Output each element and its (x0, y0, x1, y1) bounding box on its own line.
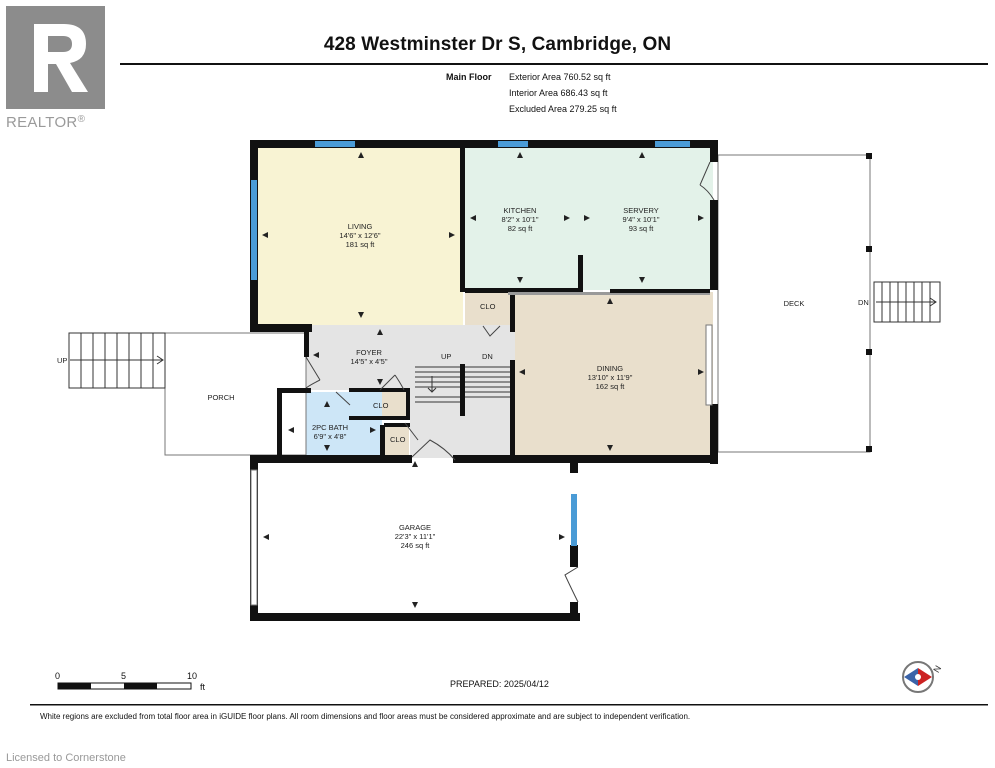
deck-post-1 (866, 153, 872, 159)
title-rule (120, 63, 988, 65)
room-garage-name: GARAGE (398, 523, 432, 532)
room-servery-name: SERVERY (623, 206, 659, 215)
dimension-arrows (262, 152, 704, 608)
deck-steps-down-label: DN (858, 298, 869, 307)
realtor-text: REALTOR (6, 114, 78, 131)
room-living-dims: 14'6" x 12'6" (339, 231, 381, 240)
room-servery-dims: 9'4" x 10'1" (622, 215, 660, 224)
deck-steps (873, 281, 941, 323)
footer-rule (30, 704, 988, 706)
scale-bar (57, 682, 192, 690)
stairs-down-label: DN (482, 352, 493, 361)
compass-icon (902, 661, 934, 693)
living-fill (257, 148, 463, 325)
scale-unit: ft (200, 682, 206, 692)
interior-stairs (415, 364, 510, 416)
realtor-logo (6, 6, 105, 109)
deck-outline (717, 154, 871, 453)
room-dining-area: 162 sq ft (595, 382, 625, 391)
realtor-wordmark: REALTOR® (6, 114, 85, 131)
room-living-name: LIVING (347, 222, 373, 231)
deck-post-2 (866, 246, 872, 252)
footer-disclaimer: White regions are excluded from total fl… (40, 712, 691, 721)
room-servery-area: 93 sq ft (628, 224, 654, 233)
foyer-fill (306, 325, 515, 390)
stairs-up-label: UP (441, 352, 452, 361)
porch-outline (164, 332, 307, 456)
closet-label-low: CLO (390, 435, 406, 444)
room-garage: GARAGE 22'3" x 11'1" 246 sq ft (395, 523, 436, 550)
room-kitchen-area: 82 sq ft (507, 224, 533, 233)
floor-name: Main Floor (446, 72, 492, 82)
licensed-to: Licensed to Cornerstone (6, 752, 126, 764)
exterior-area: Exterior Area 760.52 sq ft (509, 72, 611, 82)
prepared-date: PREPARED: 2025/04/12 (450, 679, 549, 689)
plan-title: 428 Westminster Dr S, Cambridge, ON (323, 34, 672, 55)
scale-label-5: 5 (121, 671, 127, 681)
room-kitchen-name: KITCHEN (503, 206, 537, 215)
dining-fill (513, 292, 713, 457)
room-bath-name: 2PC BATH (311, 423, 349, 432)
room-garage-dims: 22'3" x 11'1" (394, 532, 436, 541)
room-foyer: FOYER 14'5" x 4'5" (351, 348, 388, 366)
room-living: LIVING 14'6" x 12'6" 181 sq ft (339, 222, 380, 249)
deck-post-4 (866, 446, 872, 452)
interior-area: Interior Area 686.43 sq ft (509, 88, 608, 98)
dining-slider (705, 324, 713, 406)
room-foyer-dims: 14'5" x 4'5" (350, 357, 388, 366)
closet-low-fill (384, 425, 409, 457)
scale-label-0: 0 (55, 671, 61, 681)
windows (251, 141, 690, 546)
garage-side-opening (250, 469, 258, 606)
room-bath-dims: 6'9" x 4'8" (313, 432, 347, 441)
room-dining: DINING 13'10" x 11'9" 162 sq ft (588, 364, 633, 391)
room-foyer-name: FOYER (356, 348, 382, 357)
registered-mark: ® (77, 114, 86, 125)
room-living-area: 181 sq ft (345, 240, 375, 249)
closet-top-fill (465, 292, 513, 325)
room-kitchen-dims: 8'2" x 10'1" (501, 215, 539, 224)
room-deck: DECK (783, 299, 805, 308)
room-bath: 2PC BATH 6'9" x 4'8" (312, 423, 348, 441)
room-dining-dims: 13'10" x 11'9" (587, 373, 633, 382)
porch-steps (68, 332, 166, 389)
room-servery: SERVERY 9'4" x 10'1" 93 sq ft (623, 206, 660, 233)
door-swings (305, 161, 715, 603)
closet-label-top: CLO (480, 302, 496, 311)
deck-post-3 (866, 349, 872, 355)
room-dining-name: DINING (596, 364, 624, 373)
room-porch: PORCH (207, 393, 235, 402)
closet-label-mid: CLO (373, 401, 389, 410)
room-garage-area: 246 sq ft (400, 541, 430, 550)
room-kitchen: KITCHEN 8'2" x 10'1" 82 sq ft (502, 206, 539, 233)
scale-label-10: 10 (187, 671, 198, 681)
excluded-area: Excluded Area 279.25 sq ft (509, 104, 617, 114)
porch-steps-up-label: UP (57, 356, 68, 365)
